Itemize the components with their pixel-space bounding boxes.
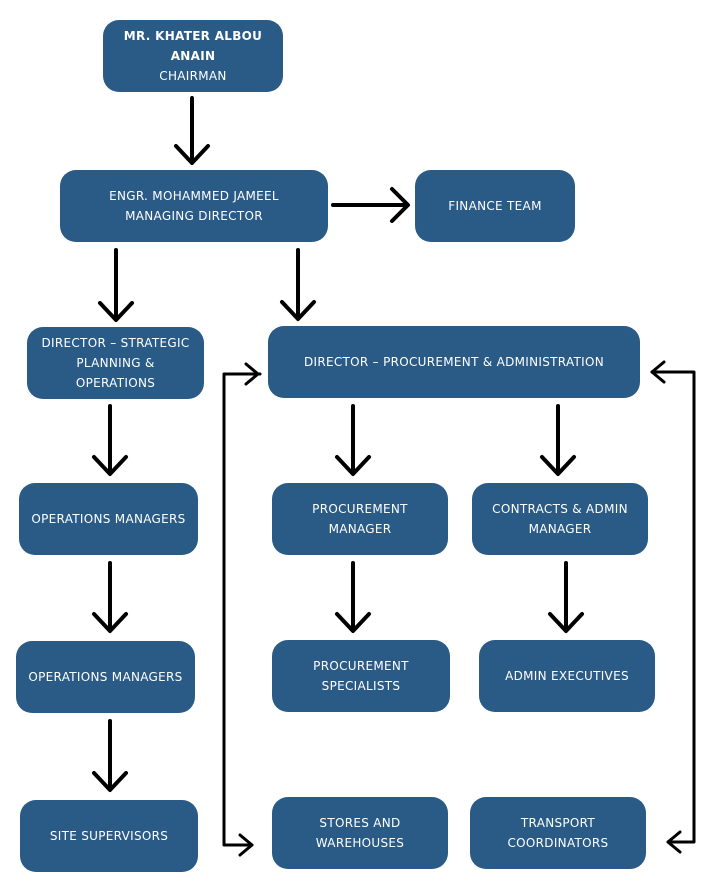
arrow-procurement-manager-to-specialists [335,561,371,633]
procurement-specialists-line1: PROCUREMENT [313,659,409,673]
operations-managers-label-2: OPERATIONS MANAGERS [28,670,183,684]
managing-director-name: ENGR. MOHAMMED JAMEEL [109,189,279,203]
admin-executives-box: ADMIN EXECUTIVES [479,640,655,712]
arrow-ops-1-to-ops-2 [92,561,128,633]
director-procurement-box: DIRECTOR – PROCUREMENT & ADMINISTRATION [268,326,640,398]
arrow-md-to-director-procurement [280,248,316,321]
site-supervisors-box: SITE SUPERVISORS [20,800,198,872]
managing-director-box: ENGR. MOHAMMED JAMEEL MANAGING DIRECTOR [60,170,328,242]
finance-team-box: FINANCE TEAM [415,170,575,242]
transport-coordinators-box: TRANSPORT COORDINATORS [470,797,646,869]
contracts-admin-manager-line2: MANAGER [528,522,592,536]
contracts-admin-manager-line1: CONTRACTS & ADMIN [492,502,628,516]
procurement-specialists-box: PROCUREMENT SPECIALISTS [272,640,450,712]
arrow-md-to-finance [331,187,410,223]
director-strategic-line2: PLANNING & OPERATIONS [75,356,156,390]
arrow-chairman-to-md [174,96,210,165]
procurement-manager-line2: MANAGER [328,522,392,536]
chairman-title: CHAIRMAN [159,69,227,83]
arrow-contracts-admin-to-admin-executives [548,561,584,633]
admin-executives-label: ADMIN EXECUTIVES [505,669,629,683]
operations-managers-label-1: OPERATIONS MANAGERS [31,512,186,526]
arrow-director-procurement-to-contracts-admin [540,404,576,476]
arrow-director-procurement-to-procurement-manager [335,404,371,476]
chairman-box: MR. KHATER ALBOU ANAIN CHAIRMAN [103,20,283,92]
procurement-manager-box: PROCUREMENT MANAGER [272,483,448,555]
director-strategic-line1: DIRECTOR – STRATEGIC [41,336,190,350]
operations-managers-box-2: OPERATIONS MANAGERS [16,641,195,713]
transport-coordinators-line1: TRANSPORT [520,816,596,830]
bracket-arrow-stores-warehouses [222,362,262,857]
contracts-admin-manager-box: CONTRACTS & ADMIN MANAGER [472,483,648,555]
arrow-ops-2-to-site-supervisors [92,719,128,792]
procurement-manager-line1: PROCUREMENT [312,502,408,516]
arrow-director-strategic-to-ops-1 [92,404,128,476]
managing-director-title: MANAGING DIRECTOR [125,209,263,223]
stores-warehouses-box: STORES AND WAREHOUSES [272,797,448,869]
chairman-name: MR. KHATER ALBOU ANAIN [123,29,263,63]
procurement-specialists-line2: SPECIALISTS [321,679,401,693]
finance-team-label: FINANCE TEAM [448,199,542,213]
arrow-md-to-director-strategic [98,248,134,322]
director-strategic-box: DIRECTOR – STRATEGIC PLANNING & OPERATIO… [27,327,204,399]
operations-managers-box-1: OPERATIONS MANAGERS [19,483,198,555]
site-supervisors-label: SITE SUPERVISORS [49,829,169,843]
director-procurement-label: DIRECTOR – PROCUREMENT & ADMINISTRATION [303,355,605,369]
bracket-arrow-transport-coordinators [650,360,696,854]
stores-warehouses-line2: WAREHOUSES [315,836,405,850]
stores-warehouses-line1: STORES AND [319,816,401,830]
transport-coordinators-line2: COORDINATORS [507,836,609,850]
